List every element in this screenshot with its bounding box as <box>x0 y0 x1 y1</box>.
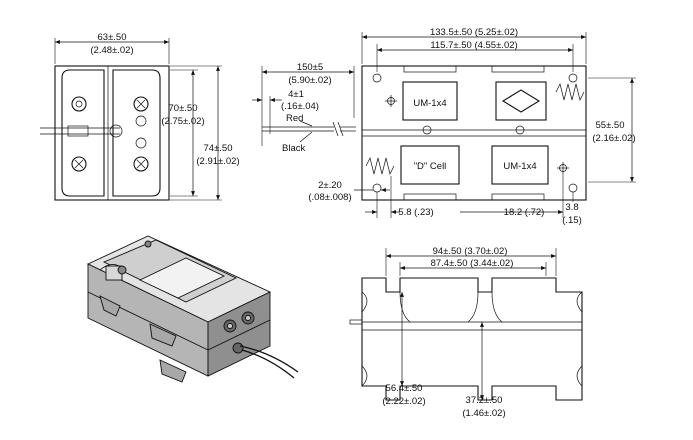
front-view: 63±.50 (2.48±.02) 70±.50 (2.75±.02) 74±.… <box>40 32 240 201</box>
spring-icon <box>555 82 585 102</box>
front-contact-icon <box>71 96 87 112</box>
top-length-dim: 133.5±.50 (5.25±.02) <box>430 27 518 38</box>
side-clip-right <box>576 291 583 313</box>
iso-black-wire <box>241 349 295 379</box>
um-label-window-right <box>491 145 549 185</box>
front-left-cell <box>61 69 105 197</box>
side-height-dim-in: (2.22±.02) <box>382 396 425 407</box>
side-height-dim: 56.4±.50 <box>386 383 423 394</box>
front-wire-grommet <box>109 124 123 138</box>
front-rivet-icon <box>135 115 147 127</box>
iso-side-face <box>207 291 271 377</box>
front-outer-height-dim-in: (2.91±.02) <box>196 156 239 167</box>
wire-length-dim: 150±5 <box>297 62 323 73</box>
wire-strip-dim-in: (.16±.04) <box>281 101 319 112</box>
top-tab <box>403 65 457 73</box>
mounting-hole-icon <box>568 183 578 193</box>
front-width-dim: 63±.50 <box>98 32 127 43</box>
wire-break-mark <box>332 121 339 137</box>
side-wire-stub <box>349 319 363 325</box>
iso-wire-grommet <box>232 342 244 354</box>
d-cell-label-window <box>400 145 460 185</box>
top-view-outline <box>361 65 587 201</box>
top-tab <box>491 193 545 201</box>
top-height-dim-in: (2.16±.02) <box>592 133 635 144</box>
small-offset-dim: 3.8 <box>565 202 578 213</box>
wire-strip-dim: 4±1 <box>288 89 304 100</box>
side-center-dim: 37.2±.50 <box>466 395 503 406</box>
mounting-hole-icon <box>372 183 382 193</box>
mounting-hole-icon <box>568 73 578 83</box>
wire-break-mark <box>337 121 344 137</box>
spring-icon <box>365 156 395 176</box>
rivet-icon <box>422 125 432 135</box>
diamond-contact-icon <box>501 89 541 113</box>
front-rivet-icon <box>135 137 147 149</box>
wire-length-dim-in: (5.90±.02) <box>288 75 331 86</box>
hole-dia-dim: 2±.20 <box>318 180 342 191</box>
front-inner-height-dim-in: (2.75±.02) <box>161 116 204 127</box>
side-inner-width-dim: 87.4±.50 (3.44±.02) <box>431 258 514 269</box>
side-center-dim-in: (1.46±.02) <box>462 408 505 419</box>
top-hole-spacing-dim: 115.7±.50 (4.55±.02) <box>430 40 517 51</box>
mounting-hole-icon <box>372 73 382 83</box>
front-contact-icon <box>133 156 149 172</box>
isometric-view <box>86 235 299 383</box>
top-tab <box>491 65 545 73</box>
edge-offset-dim: 5.8 (.23) <box>398 207 433 218</box>
side-view-outline <box>361 277 583 401</box>
top-height-dim: 55±.50 <box>596 120 625 131</box>
side-outer-width-dim: 94±.50 (3.70±.02) <box>433 246 508 257</box>
top-view: UM-1x4 "D" Cell UM-1x4 133.5±.50 (5.25±.… <box>308 27 636 226</box>
front-wire-sleeve <box>67 125 89 137</box>
front-right-cell <box>112 69 161 197</box>
side-view: 94±.50 (3.70±.02) 87.4±.50 (3.44±.02) 56… <box>349 246 583 419</box>
um-label-left: UM-1x4 <box>413 98 446 109</box>
d-cell-label: "D" Cell <box>414 161 447 172</box>
center-offset-dim: 18.2 (.72) <box>504 207 545 218</box>
um-label-window-left <box>402 81 458 121</box>
front-inner-height-dim: 70±.50 <box>169 103 198 114</box>
small-offset-dim-in: (.15) <box>562 215 582 226</box>
wire-detail: 150±5 (5.90±.02) 4±1 (.16±.04) Red Black <box>252 62 356 154</box>
top-tab <box>403 193 457 201</box>
iso-red-wire <box>239 345 299 373</box>
front-contact-icon <box>71 156 87 172</box>
red-wire-label: Red <box>286 113 303 124</box>
um-label-right: UM-1x4 <box>503 161 536 172</box>
front-view-outline <box>54 65 170 201</box>
rivet-icon <box>515 125 525 135</box>
hole-dia-dim-in: (.08±.008) <box>308 192 351 203</box>
front-outer-height-dim: 74±.50 <box>204 143 233 154</box>
contact-window <box>495 81 547 121</box>
side-clip-left <box>361 291 368 313</box>
front-contact-icon <box>133 96 149 112</box>
front-width-dim-in: (2.48±.02) <box>90 45 133 56</box>
black-wire-label: Black <box>282 143 305 154</box>
